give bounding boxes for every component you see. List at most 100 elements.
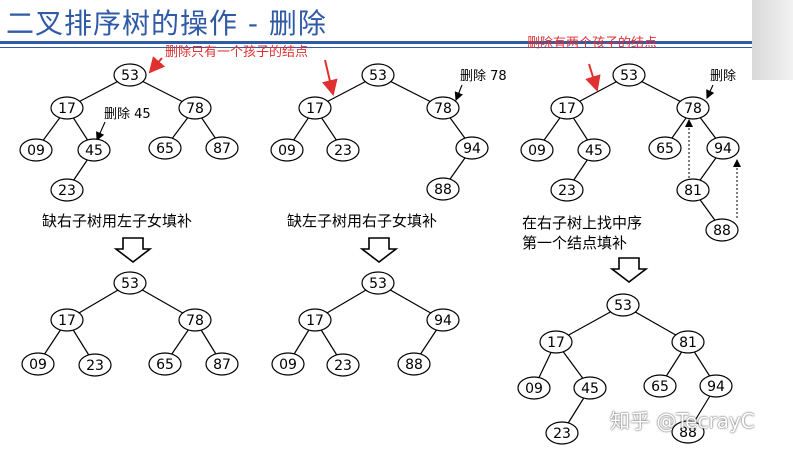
t2_after-node: 88 [397, 352, 431, 376]
svg-text:17: 17 [547, 335, 565, 351]
pointer-arrow [706, 84, 715, 99]
svg-text:94: 94 [463, 141, 481, 157]
red-arrow-icon [585, 63, 601, 92]
svg-text:17: 17 [306, 101, 324, 117]
t2_before-node: 88 [426, 177, 460, 201]
svg-text:17: 17 [306, 313, 324, 329]
svg-text:23: 23 [558, 183, 576, 199]
svg-text:17: 17 [58, 313, 76, 329]
t1_before-node: 87 [205, 136, 239, 160]
svg-text:53: 53 [620, 68, 638, 84]
t3_before-node: 17 [550, 96, 584, 120]
rule-case3-line2: 第一个结点填补 [522, 234, 627, 252]
svg-text:09: 09 [279, 357, 297, 373]
corner-shade [752, 0, 793, 80]
svg-text:78: 78 [186, 101, 204, 117]
svg-text:65: 65 [651, 379, 669, 395]
t3_before-node: 23 [550, 178, 584, 202]
svg-text:45: 45 [85, 143, 103, 159]
svg-text:78: 78 [684, 101, 702, 117]
svg-text:53: 53 [121, 276, 139, 292]
title-underline-thin [0, 47, 752, 48]
t1_before-node: 45 [77, 138, 111, 162]
t3_after-node: 09 [517, 376, 551, 400]
watermark: 知乎 @TecrayC [610, 409, 755, 433]
t3_after-node: 81 [671, 330, 705, 354]
t2_before-node: 78 [426, 96, 460, 120]
t2_after-node: 09 [271, 352, 305, 376]
t3_after-node: 94 [699, 374, 733, 398]
t3_before-node: 09 [520, 138, 554, 162]
t1_before-node: 09 [19, 138, 53, 162]
svg-text:17: 17 [58, 101, 76, 117]
red-arrow-icon [148, 56, 166, 74]
svg-text:09: 09 [278, 143, 296, 159]
svg-text:88: 88 [713, 223, 731, 239]
t1_after-node: 53 [113, 271, 147, 295]
svg-text:78: 78 [186, 313, 204, 329]
t1_before-node: 53 [113, 63, 147, 87]
note-delete-78b: 删除 [710, 69, 736, 84]
t2_after-node: 53 [361, 271, 395, 295]
t3_before-node: 65 [648, 136, 682, 160]
t2_before-node: 94 [455, 136, 489, 160]
t3_before-node: 45 [577, 138, 611, 162]
svg-text:87: 87 [213, 357, 231, 373]
svg-text:94: 94 [707, 379, 725, 395]
pointer-arrow [454, 84, 463, 102]
svg-text:53: 53 [121, 68, 139, 84]
svg-text:23: 23 [334, 358, 352, 374]
t3_before-node: 53 [612, 63, 646, 87]
svg-text:94: 94 [714, 141, 732, 157]
rule-case3-line1: 在右子树上找中序 [522, 214, 642, 232]
t3_before-node: 81 [676, 178, 710, 202]
t1_after-node: 09 [21, 352, 55, 376]
svg-text:17: 17 [558, 101, 576, 117]
t3_after-node: 17 [539, 330, 573, 354]
page-title: 二叉排序树的操作 - 删除 [6, 7, 327, 40]
t3_after-node: 23 [545, 421, 579, 445]
svg-text:53: 53 [614, 298, 632, 314]
t1_after-node: 23 [78, 353, 112, 377]
down-arrow-icon [113, 237, 153, 264]
rule-case1: 缺右子树用左子女填补 [42, 212, 192, 230]
t3_after-node: 45 [573, 376, 607, 400]
t2_after-node: 23 [326, 353, 360, 377]
t2_after-node: 94 [426, 308, 460, 332]
svg-text:53: 53 [369, 68, 387, 84]
svg-text:87: 87 [213, 141, 231, 157]
t3_before-node: 78 [676, 96, 710, 120]
svg-text:09: 09 [29, 357, 47, 373]
t1_before-node: 23 [50, 178, 84, 202]
note-case2: 删除有两个孩子的结点 [527, 35, 657, 51]
pointer-arrow [96, 121, 106, 142]
red-arrow-icon [322, 59, 338, 96]
t2_before-node: 17 [298, 96, 332, 120]
svg-text:65: 65 [156, 357, 174, 373]
svg-text:65: 65 [656, 141, 674, 157]
rule-case2: 缺左子树用右子女填补 [287, 212, 437, 230]
down-arrow-icon [359, 237, 399, 264]
t3_after-node: 65 [643, 374, 677, 398]
t3_after-node: 88 [671, 420, 705, 444]
svg-text:88: 88 [679, 425, 697, 441]
t1_before-node: 65 [148, 136, 182, 160]
t2_before-node: 53 [361, 63, 395, 87]
svg-text:94: 94 [434, 313, 452, 329]
t3_after-node: 53 [606, 293, 640, 317]
svg-text:81: 81 [679, 335, 697, 351]
svg-text:09: 09 [525, 381, 543, 397]
svg-text:45: 45 [581, 381, 599, 397]
svg-text:45: 45 [585, 143, 603, 159]
t1_after-node: 78 [178, 308, 212, 332]
svg-text:65: 65 [156, 141, 174, 157]
svg-text:23: 23 [86, 358, 104, 374]
note-case1: 删除只有一个孩子的结点 [165, 44, 308, 60]
note-delete-78: 删除 78 [460, 69, 507, 84]
t2_before-node: 09 [270, 138, 304, 162]
note-delete-45: 删除 45 [104, 107, 151, 122]
t1_after-node: 87 [205, 352, 239, 376]
svg-text:88: 88 [434, 182, 452, 198]
t1_before-node: 17 [50, 96, 84, 120]
